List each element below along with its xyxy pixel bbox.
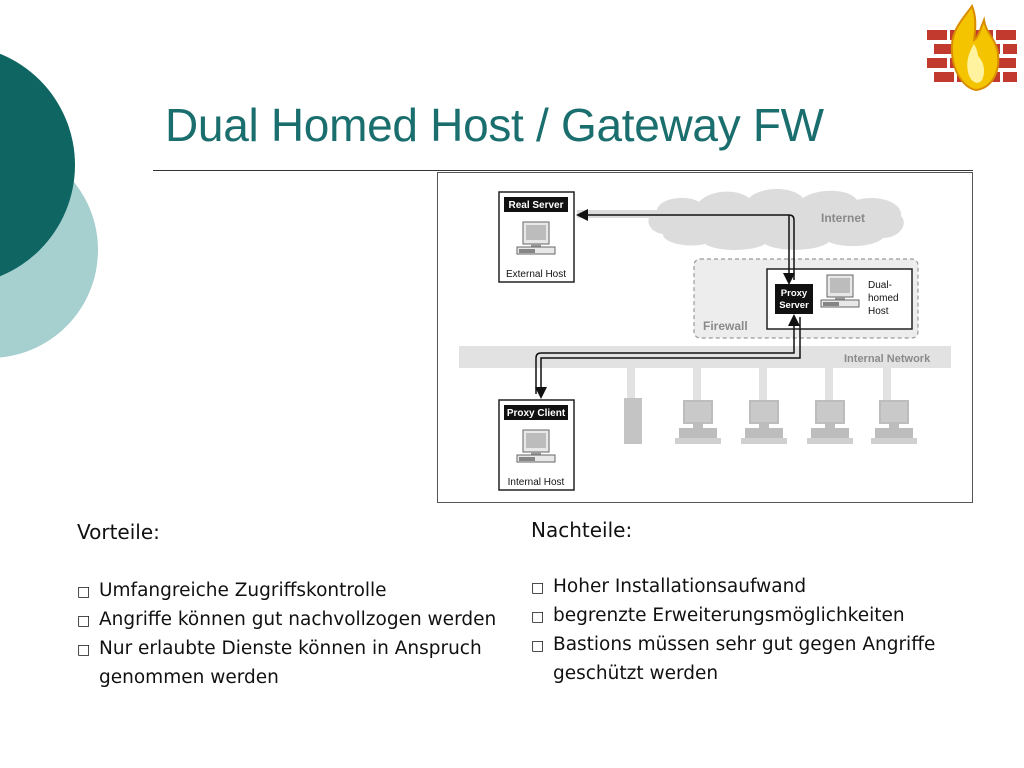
list-item: □ Bastions müssen sehr gut gegen Angriffe… [531, 631, 1001, 687]
internal-network-bar [459, 346, 951, 368]
bullet-icon: □ [77, 642, 91, 658]
bullet-icon: □ [531, 609, 545, 625]
firewall-logo-icon [920, 0, 1024, 104]
bullet-icon: □ [77, 584, 91, 600]
proxy-server-label-2: Server [779, 300, 809, 311]
bullet-icon: □ [77, 613, 91, 629]
advantage-text: Angriffe können gut nachvollzogen werden [99, 609, 497, 630]
title-divider [153, 170, 973, 171]
server-tower [624, 398, 642, 444]
advantages-section: Vorteile: □ Umfangreiche Zugriffskontroll… [77, 520, 497, 691]
real-server-box [498, 191, 575, 283]
bullet-icon: □ [531, 638, 545, 654]
proxy-client-label: Proxy Client [507, 408, 566, 419]
external-host-label: External Host [506, 269, 566, 280]
arrow-to-proxy-server-bottom [535, 314, 800, 394]
network-drops [627, 368, 891, 400]
list-item: □ Angriffe können gut nachvollzogen werde… [77, 606, 497, 635]
dual-homed-label-1: Dual- [868, 280, 892, 291]
disadvantages-list: □ Hoher Installationsaufwand □ begrenzte E… [531, 573, 1001, 687]
proxy-client-box [498, 399, 575, 491]
list-item: □ Umfangreiche Zugriffskontrolle [77, 577, 497, 606]
decorative-circles [0, 53, 98, 358]
computer-icon [516, 429, 556, 463]
page-title: Dual Homed Host / Gateway FW [165, 99, 824, 151]
advantage-text: Nur erlaubte Dienste können in Anspruch … [99, 638, 482, 688]
list-item: □ begrenzte Erweiterungsmöglichkeiten [531, 602, 1001, 631]
disadvantage-text: Bastions müssen sehr gut gegen Angriffe … [553, 634, 936, 684]
disadvantage-text: begrenzte Erweiterungsmöglichkeiten [553, 605, 905, 626]
disadvantages-section: Nachteile: □ Hoher Installationsaufwand □… [531, 518, 1001, 687]
arrow-to-proxy-client [535, 317, 801, 399]
computer-icon [820, 274, 860, 308]
real-server-label: Real Server [508, 200, 563, 211]
firewall-label: Firewall [703, 319, 748, 333]
proxy-server-label-1: Proxy [781, 288, 808, 299]
computer-icon [516, 221, 556, 255]
dark-teal-circle [0, 53, 75, 277]
advantage-text: Umfangreiche Zugriffskontrolle [99, 580, 387, 601]
disadvantages-heading: Nachteile: [531, 518, 633, 542]
disadvantage-text: Hoher Installationsaufwand [553, 576, 807, 597]
internet-cloud [577, 189, 904, 250]
advantages-heading: Vorteile: [77, 520, 160, 544]
list-item: □ Nur erlaubte Dienste können in Anspruch… [77, 635, 497, 691]
internal-network-label: Internal Network [844, 353, 931, 365]
internal-host-label: Internal Host [508, 477, 565, 488]
bullet-icon: □ [531, 580, 545, 596]
list-item: □ Hoher Installationsaufwand [531, 573, 1001, 602]
dual-homed-label-2: homed [868, 293, 899, 304]
network-diagram: Internet Firewall Internal Network Real … [437, 172, 973, 503]
internet-label: Internet [821, 211, 865, 225]
dual-homed-label-3: Host [868, 306, 889, 317]
connection-arrows [535, 209, 801, 399]
advantages-list: □ Umfangreiche Zugriffskontrolle □ Angriff… [77, 577, 497, 691]
